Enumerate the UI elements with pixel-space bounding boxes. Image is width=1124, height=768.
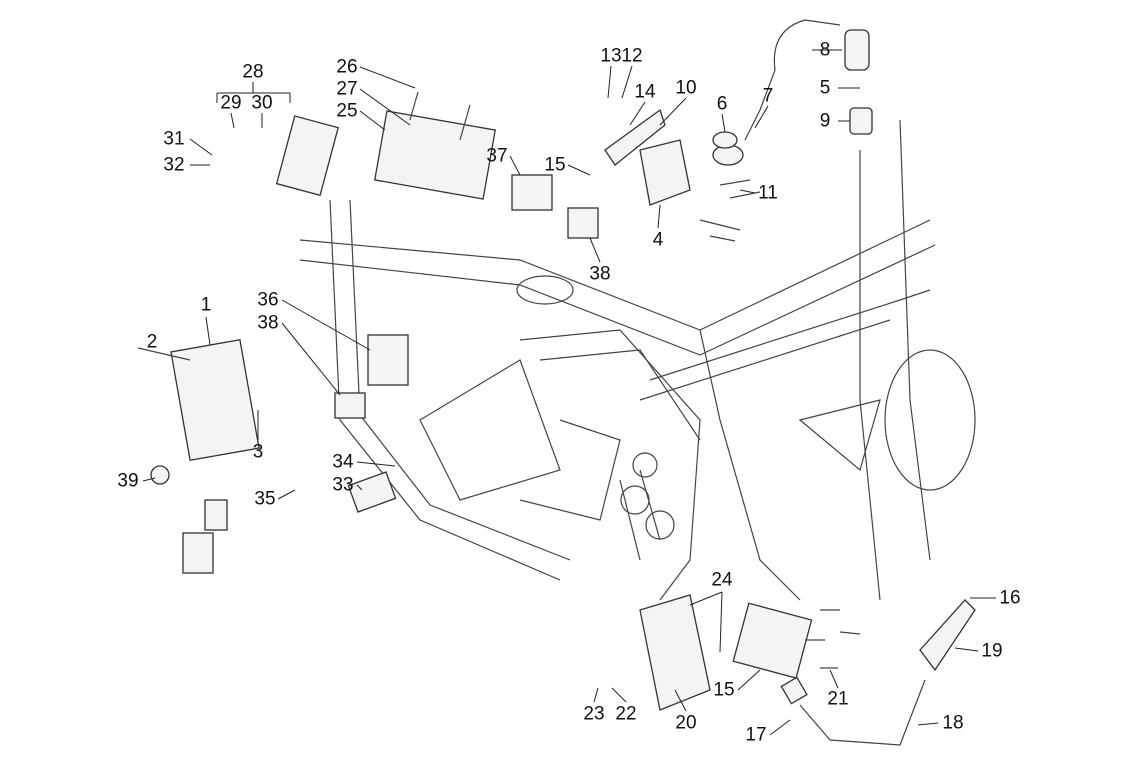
callout-33: 33: [332, 474, 354, 496]
callout-39: 39: [117, 470, 139, 492]
callout-37: 37: [486, 145, 508, 167]
callout-20: 20: [675, 712, 697, 734]
callout-16: 16: [999, 587, 1021, 609]
callout-38: 38: [257, 312, 279, 334]
callout-27: 27: [336, 78, 358, 100]
callout-32: 32: [163, 154, 185, 176]
callout-18: 18: [942, 712, 964, 734]
callout-35: 35: [254, 488, 276, 510]
callout-8: 8: [819, 39, 831, 61]
callout-2: 2: [146, 331, 158, 353]
callout-34: 34: [332, 451, 354, 473]
parts: [137, 19, 976, 746]
callout-22: 22: [615, 703, 637, 725]
callout-3: 3: [252, 441, 264, 463]
callout-6: 6: [716, 93, 728, 115]
callout-31: 31: [163, 128, 185, 150]
callout-26: 26: [336, 56, 358, 78]
callout-7: 7: [762, 85, 774, 107]
callout-14: 14: [634, 81, 656, 103]
callout-29: 29: [220, 92, 242, 114]
callout-36: 36: [257, 289, 279, 311]
callout-21: 21: [827, 688, 849, 710]
callout-1: 1: [200, 294, 212, 316]
callout-23: 23: [583, 703, 605, 725]
callout-17: 17: [745, 724, 767, 746]
callout-12: 12: [621, 45, 643, 67]
callout-10: 10: [675, 77, 697, 99]
callout-25: 25: [336, 100, 358, 122]
callout-4: 4: [652, 229, 664, 251]
callout-9: 9: [819, 110, 831, 132]
callout-15: 15: [713, 679, 735, 701]
callout-11: 11: [758, 182, 778, 204]
frame: [299, 119, 976, 601]
callout-38: 38: [589, 263, 611, 285]
callout-13: 13: [600, 45, 622, 67]
callout-28: 28: [242, 61, 264, 83]
callout-5: 5: [819, 77, 831, 99]
callout-19: 19: [981, 640, 1003, 662]
leader-lines: [142, 49, 996, 736]
callout-24: 24: [711, 569, 733, 591]
callout-30: 30: [251, 92, 273, 114]
callout-15: 15: [544, 154, 566, 176]
